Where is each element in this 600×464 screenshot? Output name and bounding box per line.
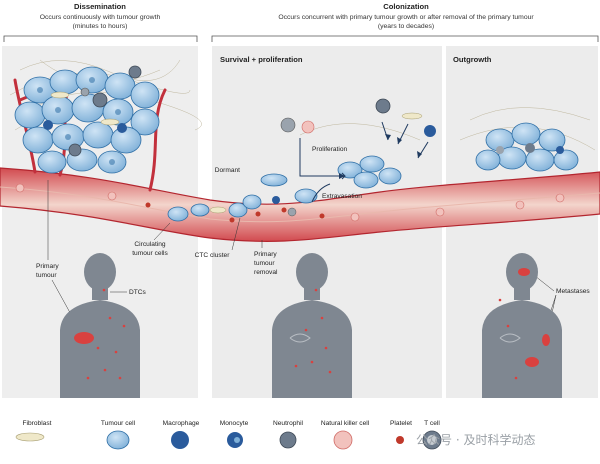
macrophage-icon <box>171 431 189 449</box>
dissemination-bracket <box>3 35 198 42</box>
fibroblast-icon <box>15 432 45 442</box>
colonization-timescale: (years to decades) <box>378 23 434 30</box>
legend: Fibroblast Tumour cell Macrophage Monocy… <box>15 420 442 450</box>
outgrowth-panel-title: Outgrowth <box>453 55 492 64</box>
dissemination-timescale: (minutes to hours) <box>73 23 128 30</box>
natural-killer-cell-icon <box>333 430 353 450</box>
patient-silhouette-removal <box>272 253 352 398</box>
neutrophil-icon <box>279 431 297 449</box>
legend-label-t-cell: T cell <box>424 420 440 427</box>
label-dtcs: DTCs <box>129 289 147 296</box>
dissemination-subtitle: Occurs continuously with tumour growth <box>40 14 161 21</box>
removed-organ-outline <box>289 333 311 343</box>
legend-label-natural-killer-cell: Natural killer cell <box>321 420 370 427</box>
legend-label-fibroblast: Fibroblast <box>23 420 52 427</box>
legend-item-tumour-cell: Tumour cell <box>101 420 136 450</box>
metastatic-outgrowth <box>475 122 579 172</box>
label-ctc-line2: tumour cells <box>132 250 168 257</box>
label-ctc-line1: Circulating <box>134 241 165 248</box>
legend-label-neutrophil: Neutrophil <box>273 420 304 427</box>
label-metastases: Metastases <box>556 288 590 295</box>
legend-item-natural-killer-cell: Natural killer cell <box>321 420 370 450</box>
label-primary-tumour-2: tumour <box>36 272 57 279</box>
legend-label-platelet: Platelet <box>390 420 412 427</box>
primary-tumour-organ <box>74 332 94 344</box>
patient-silhouette-primary <box>60 253 140 398</box>
legend-label-tumour-cell: Tumour cell <box>101 420 136 427</box>
lung-metastasis <box>542 334 550 346</box>
label-primary-tumour-1: Primary <box>36 263 59 270</box>
colonization-bracket <box>211 35 599 42</box>
legend-item-macrophage: Macrophage <box>163 420 200 449</box>
brain-metastasis <box>518 268 530 276</box>
label-removal-2: tumour <box>254 260 275 267</box>
dissemination-title: Dissemination <box>74 2 126 11</box>
blood-vessel <box>0 167 600 242</box>
platelet-icon <box>396 436 404 444</box>
legend-item-neutrophil: Neutrophil <box>273 420 304 449</box>
survival-panel-title: Survival + proliferation <box>220 55 303 64</box>
label-dormant: Dormant <box>215 167 240 174</box>
liver-metastasis <box>525 357 539 367</box>
proliferating-cluster <box>294 155 402 204</box>
dtc-dots <box>86 288 518 380</box>
label-proliferation: Proliferation <box>312 146 348 153</box>
label-ctc-cluster: CTC cluster <box>195 252 231 259</box>
platelets <box>145 202 325 223</box>
dormant-cell <box>260 173 288 187</box>
tumour-cell-icon <box>106 430 130 450</box>
colonization-title: Colonization <box>383 2 429 11</box>
red-blood-cells <box>15 183 565 222</box>
label-extravasation: Extravasation <box>322 193 362 200</box>
legend-item-fibroblast: Fibroblast <box>15 420 52 442</box>
legend-item-monocyte: Monocyte <box>220 420 249 448</box>
label-removal-1: Primary <box>254 251 277 258</box>
circulating-tumour-cells <box>167 194 262 222</box>
watermark: 公众号 · 及时科学动态 <box>416 432 535 447</box>
label-removal-3: removal <box>254 269 278 276</box>
tumour-immune-cells <box>43 65 142 157</box>
legend-item-t-cell: T cell <box>422 420 442 450</box>
legend-label-monocyte: Monocyte <box>220 420 249 427</box>
legend-item-platelet: Platelet <box>390 420 412 444</box>
legend-label-macrophage: Macrophage <box>163 420 200 427</box>
colonization-subtitle: Occurs concurrent with primary tumour gr… <box>278 14 534 21</box>
